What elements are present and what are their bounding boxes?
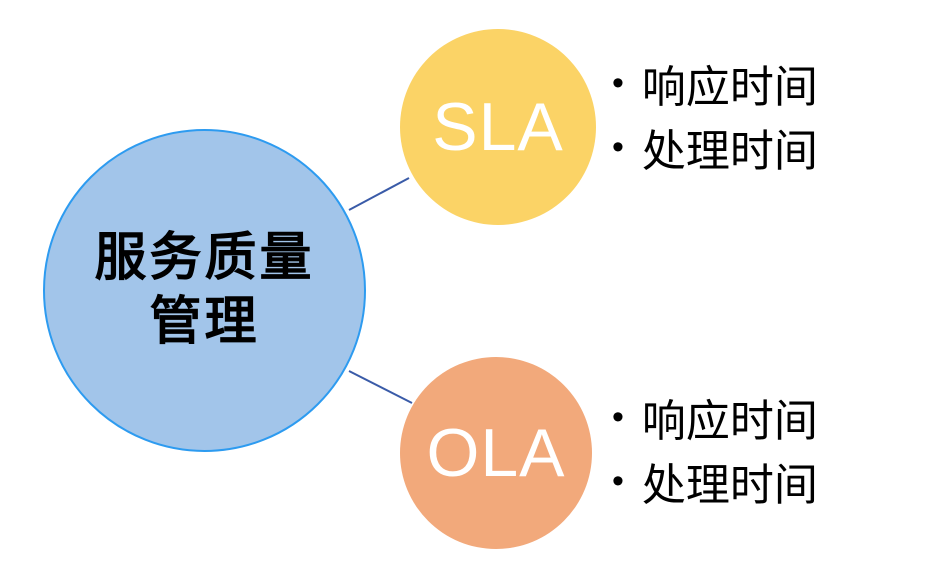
bullet-icon: • xyxy=(612,462,624,500)
branch-label-sla: SLA xyxy=(432,89,564,165)
main-topic-label-line1: 服务质量 xyxy=(94,229,315,288)
connector-main-to-ola xyxy=(348,370,413,404)
main-topic-label-line2: 管理 xyxy=(149,292,260,351)
branch-circle-ola: OLA xyxy=(400,357,592,549)
sla-item-handling-time: 处理时间 xyxy=(641,127,818,176)
bullet-icon: • xyxy=(612,398,624,436)
ola-item-response-time: 响应时间 xyxy=(641,397,818,446)
sla-item-response-time: 响应时间 xyxy=(641,63,818,112)
list-item: • 处理时间 xyxy=(612,115,818,179)
sla-bullet-list: • 响应时间 • 处理时间 xyxy=(612,51,818,179)
main-topic-circle: 服务质量 管理 xyxy=(43,129,366,452)
branch-label-ola: OLA xyxy=(426,415,566,491)
branch-circle-sla: SLA xyxy=(400,29,596,225)
bullet-icon: • xyxy=(612,64,624,102)
connector-main-to-sla xyxy=(348,177,410,211)
list-item: • 响应时间 xyxy=(612,51,818,115)
main-topic-label: 服务质量 管理 xyxy=(94,227,314,354)
bullet-icon: • xyxy=(612,128,624,166)
ola-item-handling-time: 处理时间 xyxy=(641,461,818,510)
ola-bullet-list: • 响应时间 • 处理时间 xyxy=(612,385,818,513)
list-item: • 响应时间 xyxy=(612,385,818,449)
list-item: • 处理时间 xyxy=(612,449,818,513)
